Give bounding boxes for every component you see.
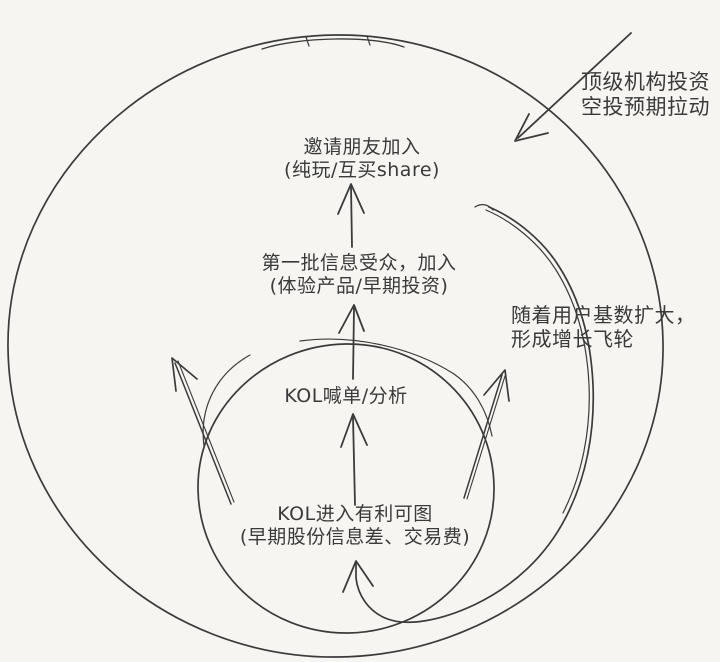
outer-circle: [7, 34, 664, 658]
node-kol-profit-line1: KOL进入有利可图: [277, 503, 433, 525]
annotation-flywheel-line1: 随着用户基数扩大，: [511, 303, 696, 327]
annotation-flywheel: 随着用户基数扩大， 形成增长飞轮: [511, 303, 696, 351]
node-kol-profit: KOL进入有利可图 (早期股份信息差、交易费): [240, 503, 470, 549]
arrow-to-first-audience-head: [338, 304, 365, 334]
arrow-diagonal-right-head: [483, 369, 510, 402]
arrow-diagonal-right-shaft2: [466, 375, 506, 500]
arrow-institution-inflow-shaft: [517, 32, 632, 139]
node-invite-friends-line2: (纯玩/互买share): [284, 159, 440, 181]
node-kol-profit-line2: (早期股份信息差、交易费): [239, 526, 471, 548]
arrow-to-first-audience-shaft: [352, 307, 355, 380]
flywheel-curve-overdraw: [485, 209, 590, 514]
arrow-diagonal-left-shaft2: [177, 360, 235, 503]
node-first-audience-line2: (体验产品/早期投资): [269, 275, 449, 297]
node-invite-friends-line1: 邀请朋友加入: [303, 136, 421, 158]
node-first-audience-line1: 第一批信息受众，加入: [261, 252, 457, 274]
inner-circle-overdraw-top: [299, 338, 493, 437]
annotation-flywheel-line2: 形成增长飞轮: [511, 327, 634, 351]
node-kol-call-label: KOL喊单/分析: [284, 385, 408, 407]
outer-circle-tick-left: [305, 36, 310, 47]
annotation-institution-line1: 顶级机构投资: [581, 70, 710, 94]
outer-circle-tick-right: [366, 35, 371, 46]
arrow-to-invite-friends-head: [337, 183, 365, 215]
arrow-diagonal-left-head: [171, 357, 198, 392]
arrow-to-kol-call-head: [340, 413, 368, 448]
node-invite-friends: 邀请朋友加入 (纯玩/互买share): [284, 136, 440, 182]
inner-circle: [197, 343, 495, 634]
flywheel-curve-start-hook: [474, 204, 494, 211]
annotation-institution: 顶级机构投资 空投预期拉动: [581, 70, 710, 120]
node-kol-call: KOL喊单/分析: [284, 385, 407, 408]
arrow-diagonal-left-shaft: [174, 362, 232, 505]
arrow-to-invite-friends-shaft: [350, 185, 353, 248]
node-first-audience: 第一批信息受众，加入 (体验产品/早期投资): [261, 252, 456, 298]
flywheel-curve: [355, 206, 595, 624]
annotation-institution-line2: 空投预期拉动: [581, 95, 710, 119]
arrow-diagonal-right-shaft: [463, 374, 503, 499]
arrow-institution-inflow-head: [514, 113, 549, 142]
arrow-to-kol-call-shaft: [352, 416, 356, 506]
outer-circle-overdraw: [261, 38, 405, 50]
flywheel-arrowhead: [342, 560, 374, 593]
